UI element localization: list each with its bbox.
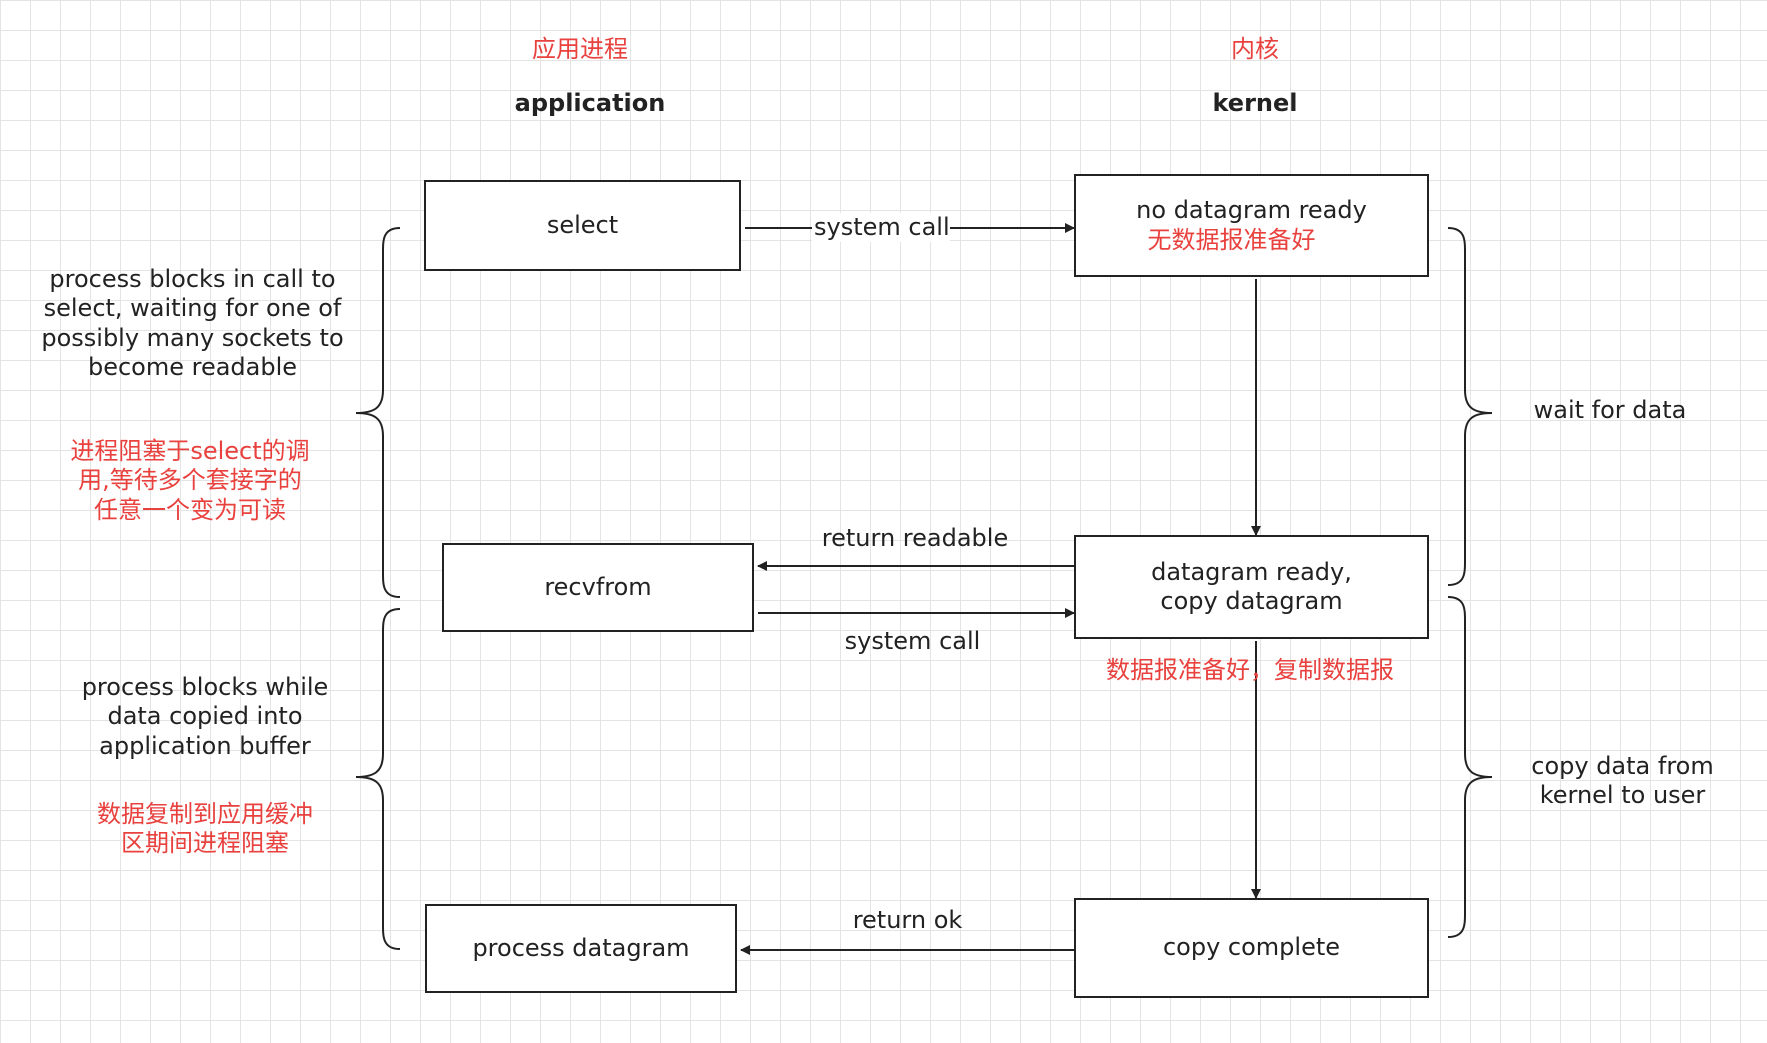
brace-right-wait — [1447, 227, 1493, 586]
node-process-datagram: process datagram — [425, 904, 737, 993]
note-wait-for-data: wait for data — [1533, 396, 1687, 424]
note-copy-block-en: process blocks while data copied into ap… — [55, 673, 355, 761]
note-copy-data-line1: copy data from — [1531, 752, 1714, 780]
node-datagram-ready-line2: copy datagram — [1160, 587, 1343, 615]
node-recvfrom: recvfrom — [442, 543, 754, 632]
edge-label-system-call-2: system call — [844, 627, 981, 655]
note-select-block-en-line4: become readable — [87, 352, 298, 381]
node-copy-complete: copy complete — [1074, 898, 1429, 998]
brace-left-select — [355, 227, 401, 598]
note-copy-block-cn-line1: 数据复制到应用缓冲 — [97, 800, 313, 828]
header-application-cn: 应用进程 — [532, 35, 628, 63]
brace-right-copy — [1447, 596, 1493, 938]
header-application-en: application — [514, 89, 666, 117]
note-copy-block-en-line2: data copied into — [107, 702, 303, 731]
node-recvfrom-label: recvfrom — [544, 572, 652, 601]
note-copy-block-cn-line2: 区期间进程阻塞 — [121, 829, 289, 858]
edge-label-return-readable: return readable — [821, 524, 1009, 552]
note-copy-block-en-line1: process blocks while — [81, 673, 329, 701]
node-datagram-ready-cn: 数据报准备好，复制数据报 — [1106, 656, 1394, 684]
node-select: select — [424, 180, 741, 271]
note-select-block-en: process blocks in call to select, waitin… — [20, 265, 365, 382]
node-datagram-ready: datagram ready, copy datagram — [1074, 535, 1429, 639]
node-no-datagram-ready: no datagram ready 无数据报准备好 — [1074, 174, 1429, 277]
note-select-block-cn-line3: 任意一个变为可读 — [94, 495, 286, 524]
note-copy-block-cn: 数据复制到应用缓冲 区期间进程阻塞 — [55, 800, 355, 859]
note-select-block-en-line3: possibly many sockets to — [41, 323, 344, 352]
edge-label-return-ok: return ok — [852, 906, 963, 934]
node-no-datagram-ready-label: no datagram ready — [1136, 196, 1367, 225]
note-copy-data-line2: kernel to user — [1539, 781, 1706, 810]
header-kernel-cn: 内核 — [1231, 35, 1279, 63]
edge-label-system-call-1: system call — [812, 213, 950, 243]
header-kernel-en: kernel — [1212, 89, 1298, 117]
note-copy-block-en-line3: application buffer — [99, 731, 311, 760]
note-copy-data: copy data from kernel to user — [1515, 752, 1730, 811]
note-select-block-cn-line2: 用,等待多个套接字的 — [78, 466, 302, 495]
note-select-block-en-line1: process blocks in call to — [49, 265, 336, 293]
node-select-label: select — [546, 210, 619, 239]
node-no-datagram-ready-cn: 无数据报准备好 — [1147, 225, 1316, 254]
brace-left-copy — [355, 608, 401, 950]
node-copy-complete-label: copy complete — [1162, 933, 1341, 962]
note-select-block-cn-line1: 进程阻塞于select的调 — [70, 437, 310, 465]
node-datagram-ready-line1: datagram ready, — [1151, 557, 1352, 586]
note-select-block-en-line2: select, waiting for one of — [43, 294, 342, 323]
note-select-block-cn: 进程阻塞于select的调 用,等待多个套接字的 任意一个变为可读 — [40, 437, 340, 525]
node-process-datagram-label: process datagram — [472, 933, 690, 962]
